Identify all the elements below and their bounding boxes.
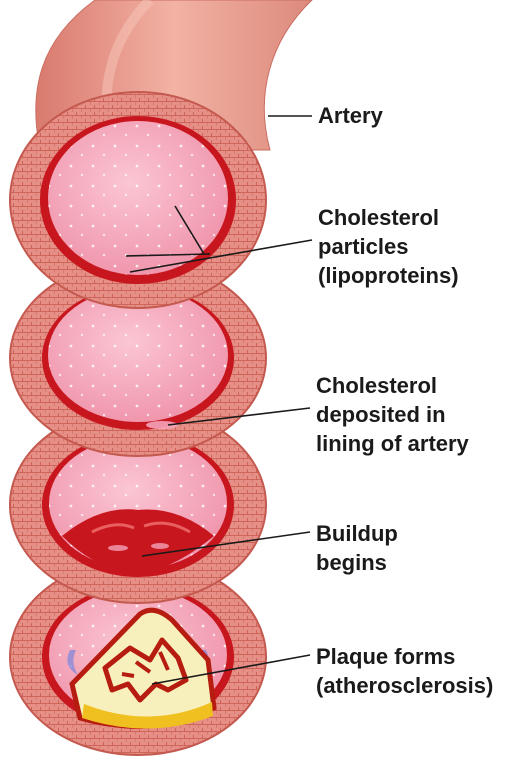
- label-artery-text: Artery: [318, 101, 383, 130]
- label-particles-line3: (lipoproteins): [318, 261, 459, 290]
- label-plaque-forms: Plaque forms (atherosclerosis): [316, 642, 493, 700]
- label-buildup-line2: begins: [316, 548, 398, 577]
- label-plaque-line1: Plaque forms: [316, 642, 493, 671]
- label-cholesterol-particles: Cholesterol particles (lipoproteins): [318, 203, 459, 290]
- label-particles-line2: particles: [318, 232, 459, 261]
- label-deposited-line3: lining of artery: [316, 429, 469, 458]
- label-deposited-line2: deposited in: [316, 400, 469, 429]
- label-plaque-line2: (atherosclerosis): [316, 671, 493, 700]
- label-deposited-line1: Cholesterol: [316, 371, 469, 400]
- label-buildup-line1: Buildup: [316, 519, 398, 548]
- label-buildup-begins: Buildup begins: [316, 519, 398, 577]
- label-cholesterol-deposited: Cholesterol deposited in lining of arter…: [316, 371, 469, 458]
- label-artery: Artery: [318, 101, 383, 130]
- label-particles-line1: Cholesterol: [318, 203, 459, 232]
- cross-section-particles: [10, 92, 266, 308]
